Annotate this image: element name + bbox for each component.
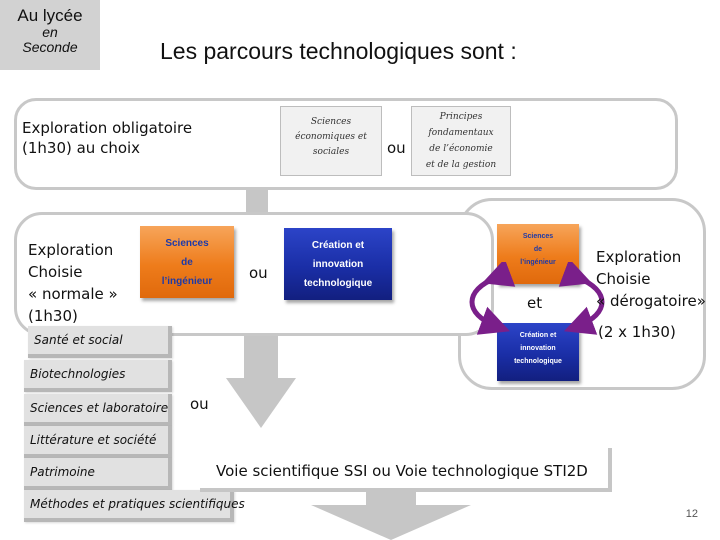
mandatory-line2: (1h30) au choix <box>22 139 141 157</box>
and-label: et <box>527 294 543 312</box>
double-arrow-icon <box>469 262 605 335</box>
derogatory-exploration-text: Exploration Choisie « dérogatoire» <box>596 246 706 312</box>
thumb-ses-line1: Sciences <box>310 117 352 127</box>
card-cit-mid-line2: innovation <box>312 259 364 270</box>
arrow-head-center <box>226 378 296 428</box>
mandatory-line1: Exploration obligatoire <box>22 119 193 137</box>
card-cit-right-line2: innovation <box>520 345 556 352</box>
option-methodes-pratiques: Méthodes et pratiques scientifiques <box>24 490 245 522</box>
derogatory-hours: (2 x 1h30) <box>598 323 676 341</box>
tag-line3: Seconde <box>22 39 78 55</box>
card-si-mid-line2: de <box>181 257 193 268</box>
page-number: 12 <box>685 508 698 520</box>
arrow-shaft-top <box>246 186 268 216</box>
card-si-right-line3: l’ingénieur <box>520 259 556 266</box>
thumb-ses: Sciences économiques et sociales <box>280 106 382 176</box>
derogatory-line2: Choisie <box>596 270 651 288</box>
normal-line4: (1h30) <box>28 307 78 325</box>
derogatory-line3: « dérogatoire» <box>596 292 706 310</box>
normal-line3: « normale » <box>28 285 118 303</box>
or-label-top: ou <box>387 139 406 157</box>
thumb-ses-line2: économiques et <box>295 132 367 142</box>
thumb-pfeg-line2: fondamentaux <box>428 128 494 138</box>
arrow-head-bottom <box>311 505 471 540</box>
mandatory-exploration-text: Exploration obligatoire (1h30) au choix <box>22 118 192 158</box>
normal-exploration-text: Exploration Choisie « normale » (1h30) <box>28 239 118 327</box>
tag-line1: Au lycée <box>17 6 83 25</box>
or-label-options: ou <box>190 395 209 413</box>
card-si-mid-line1: Sciences <box>165 238 209 249</box>
thumb-pfeg-line4: et de la gestion <box>425 160 497 170</box>
or-label-mid: ou <box>249 264 268 282</box>
arrow-shaft-bottom <box>366 492 416 506</box>
voie-box <box>200 448 612 492</box>
card-cit-right-line1: Création et <box>519 332 557 339</box>
card-si-mid: Sciences de l’ingénieur <box>140 226 234 298</box>
card-cit-mid-line3: technologique <box>303 278 373 289</box>
thumb-pfeg: Principes fondamentaux de l’économie et … <box>411 106 511 176</box>
card-si-right-line2: de <box>533 246 543 253</box>
thumb-pfeg-line3: de l’économie <box>429 144 493 154</box>
card-cit-mid-line1: Création et <box>311 240 365 251</box>
card-si-right-line1: Sciences <box>522 233 554 240</box>
option-patrimoine: Patrimoine <box>24 458 172 490</box>
thumb-pfeg-line1: Principes <box>439 112 483 122</box>
voie-label: Voie scientifique SSI ou Voie technologi… <box>216 462 588 480</box>
card-cit-mid: Création et innovation technologique <box>284 228 392 300</box>
card-cit-right-line3: technologique <box>514 358 562 365</box>
arrow-shaft-center <box>244 334 278 380</box>
derogatory-line1: Exploration <box>596 248 682 266</box>
tag-line2: en <box>42 24 58 40</box>
option-litterature-societe: Littérature et société <box>24 426 172 458</box>
thumb-ses-line3: sociales <box>312 147 350 157</box>
level-tag: Au lycée en Seconde <box>0 0 100 70</box>
option-sciences-laboratoire: Sciences et laboratoire <box>24 394 172 426</box>
option-biotechnologies: Biotechnologies <box>24 360 172 392</box>
normal-line1: Exploration <box>28 241 114 259</box>
normal-line2: Choisie <box>28 263 83 281</box>
card-si-mid-line3: l’ingénieur <box>161 276 213 287</box>
option-sante-social: Santé et social <box>28 326 172 358</box>
page-title: Les parcours technologiques sont : <box>160 38 517 64</box>
